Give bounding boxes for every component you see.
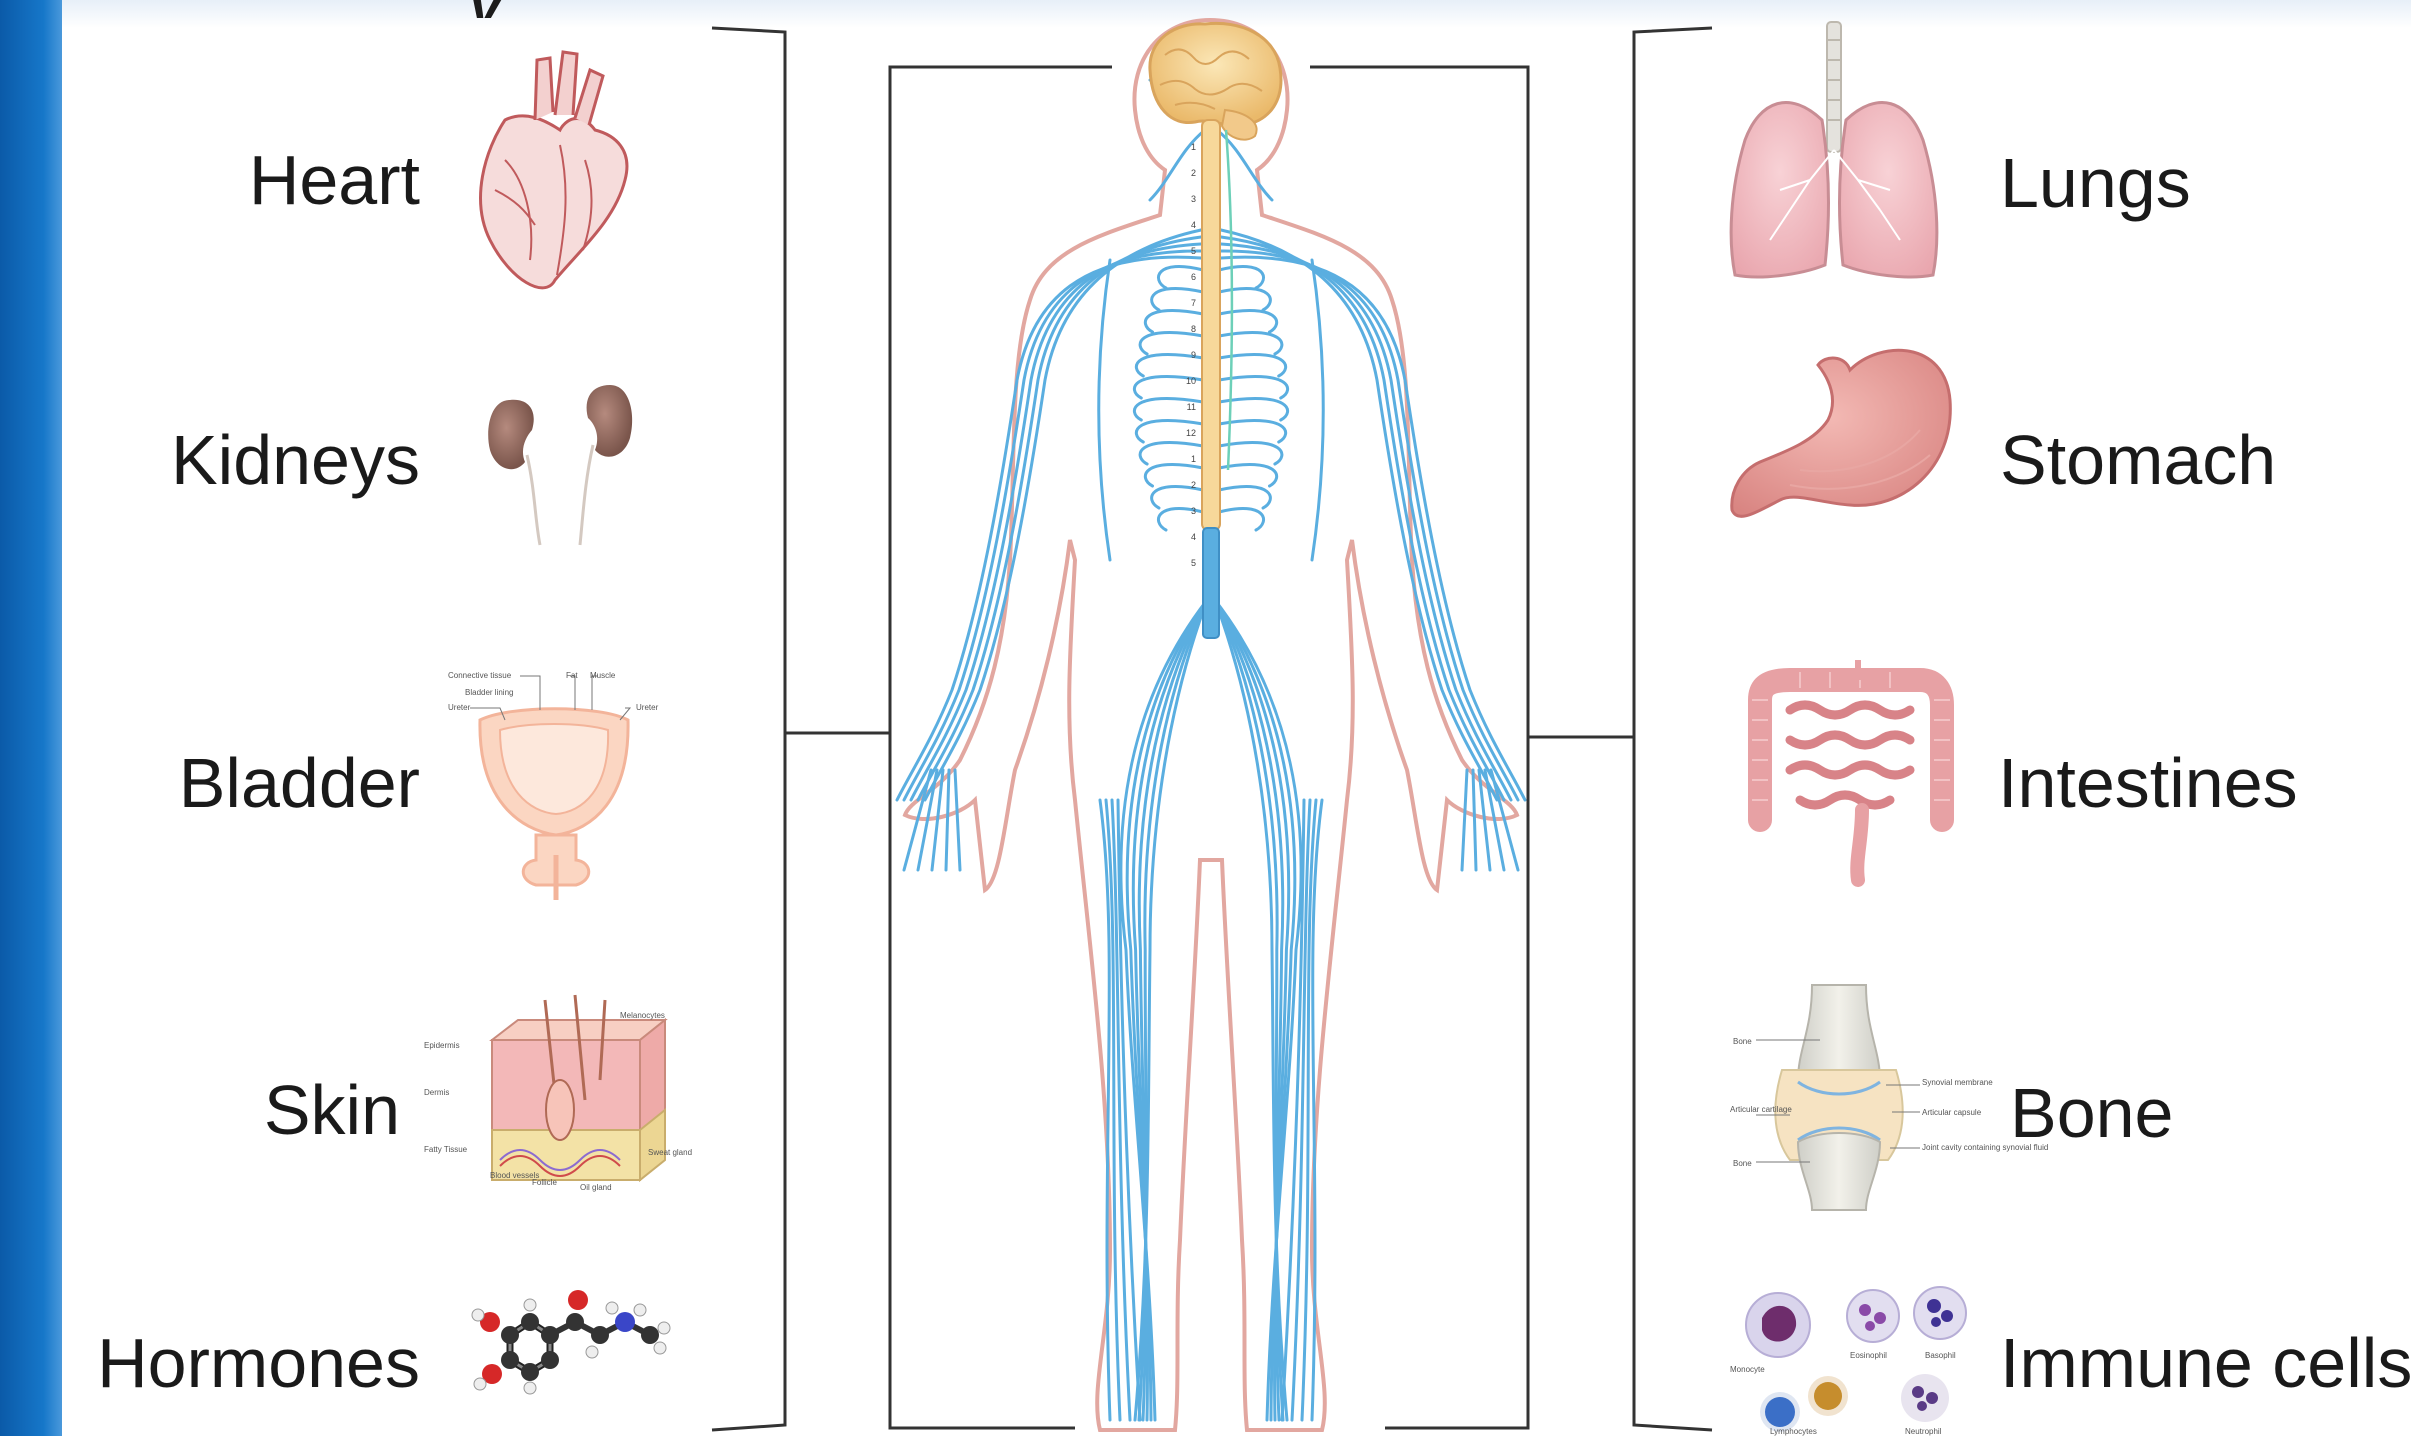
bladder-annot-muscle: Muscle [590, 671, 616, 680]
spine-number: 1 [1191, 454, 1196, 464]
immune-cells-illustration: Monocyte Eosinophil Basophil Lymphocytes… [1730, 1287, 1966, 1436]
skin-annot-dermis: Dermis [424, 1088, 449, 1097]
bladder-annot-fat: Fat [566, 671, 578, 680]
skin-annot-follicle: Follicle [532, 1178, 557, 1187]
spine-number: 2 [1191, 168, 1196, 178]
immune-annot-monocyte: Monocyte [1730, 1365, 1765, 1374]
spine-number: 8 [1191, 324, 1196, 334]
spine-number: 9 [1191, 350, 1196, 360]
skin-annot-melanocytes: Melanocytes [620, 1011, 665, 1020]
bone-annot-bone-bottom: Bone [1733, 1159, 1752, 1168]
kidneys-illustration [488, 385, 632, 545]
bladder-annot-lining: Bladder lining [465, 688, 513, 697]
hormone-molecule-illustration [472, 1290, 670, 1394]
spine-number: 1 [1191, 142, 1196, 152]
left-bracket [712, 28, 890, 1430]
spine-number: 6 [1191, 272, 1196, 282]
skin-annot-oil: Oil gland [580, 1183, 612, 1192]
spine-number: 12 [1186, 428, 1196, 438]
spine-number: 11 [1187, 402, 1196, 412]
bone-joint-illustration: Bone Articular cartilage Bone Synovial m… [1730, 985, 2048, 1210]
skin-illustration: Melanocytes Epidermis Dermis Fatty Tissu… [424, 995, 692, 1192]
bone-annot-synovial: Synovial membrane [1922, 1078, 1993, 1087]
bladder-illustration: Connective tissue Fat Muscle Bladder lin… [448, 671, 659, 900]
intestines-illustration [1752, 660, 1950, 880]
bladder-annot-connective: Connective tissue [448, 671, 512, 680]
spine-number: 7 [1191, 298, 1196, 308]
immune-annot-neutrophil: Neutrophil [1905, 1427, 1942, 1436]
immune-annot-eosinophil: Eosinophil [1850, 1351, 1887, 1360]
heart-illustration [481, 52, 627, 288]
spine-number: 3 [1191, 506, 1196, 516]
lungs-illustration [1731, 22, 1937, 277]
spine-number: 4 [1191, 220, 1196, 230]
skin-annot-fatty: Fatty Tissue [424, 1145, 468, 1154]
bone-annot-cavity: Joint cavity containing synovial fluid [1922, 1143, 2048, 1152]
immune-annot-basophil: Basophil [1925, 1351, 1956, 1360]
skin-annot-epidermis: Epidermis [424, 1041, 460, 1050]
spine-number: 3 [1191, 194, 1196, 204]
bone-annot-bone-top: Bone [1733, 1037, 1752, 1046]
spine-number: 5 [1191, 246, 1196, 256]
spine-number: 2 [1191, 480, 1196, 490]
stomach-illustration [1732, 350, 1951, 516]
immune-annot-lymphocytes: Lymphocytes [1770, 1427, 1817, 1436]
spine-number: 10 [1186, 376, 1196, 386]
spine-number: 4 [1191, 532, 1196, 542]
skin-annot-sweat: Sweat gland [648, 1148, 692, 1157]
bone-annot-cartilage: Articular cartilage [1730, 1105, 1792, 1114]
bladder-annot-ureter-left: Ureter [448, 703, 471, 712]
spine-number: 5 [1191, 558, 1196, 568]
bone-annot-capsule: Articular capsule [1922, 1108, 1982, 1117]
bladder-annot-ureter-right: Ureter [636, 703, 659, 712]
right-bracket [1528, 28, 1712, 1430]
